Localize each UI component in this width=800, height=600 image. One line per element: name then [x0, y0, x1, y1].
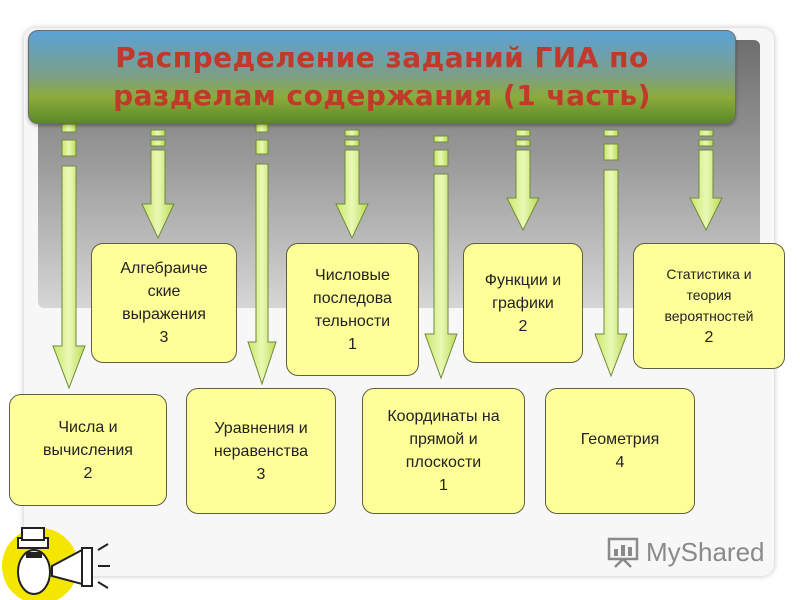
box-label: Функции и графики — [484, 271, 562, 312]
brand-name: MyShared — [646, 536, 765, 567]
mascot-megaphone-icon — [2, 527, 110, 600]
arrow-5 — [424, 135, 458, 380]
box-label: Геометрия — [580, 431, 660, 448]
box-coordinates: Координаты на прямой и плоскости 1 — [362, 388, 525, 514]
box-value: 1 — [439, 477, 448, 494]
arrow-3 — [247, 123, 277, 386]
title-banner: Распределение заданий ГИА по разделам со… — [28, 30, 736, 124]
box-value: 3 — [256, 465, 266, 483]
presentation-board-icon — [607, 537, 639, 568]
box-equations: Уравнения и неравенства 3 — [186, 388, 336, 514]
arrow-8 — [689, 129, 723, 232]
box-numbers: Числа и вычисления 2 — [9, 394, 167, 506]
arrow-7 — [594, 129, 628, 378]
box-label: Числовые последова тельности — [313, 266, 392, 330]
brand-watermark: MyShared — [606, 536, 765, 568]
box-geometry: Геометрия 4 — [545, 388, 695, 514]
arrow-6 — [506, 129, 540, 232]
box-label: Уравнения и неравенства — [213, 419, 309, 460]
box-value: 2 — [518, 317, 528, 335]
box-value: 2 — [83, 464, 93, 482]
box-value: 4 — [615, 454, 625, 471]
box-label: Координаты на прямой и плоскости — [387, 408, 500, 471]
box-label: Статистика и теория вероятностей — [664, 266, 754, 324]
box-sequences: Числовые последова тельности 1 — [286, 243, 419, 376]
box-statistics: Статистика и теория вероятностей 2 — [633, 243, 785, 369]
box-functions: Функции и графики 2 — [463, 243, 583, 363]
box-label: Алгебраиче ские выражения — [120, 260, 208, 323]
box-algebraic-expressions: Алгебраиче ские выражения 3 — [91, 243, 237, 363]
box-value: 2 — [704, 329, 714, 346]
arrow-4 — [335, 129, 369, 240]
page-title: Распределение заданий ГИА по разделам со… — [113, 41, 651, 112]
box-value: 3 — [159, 329, 169, 346]
arrow-2 — [141, 129, 175, 240]
box-value: 1 — [348, 335, 357, 353]
box-label: Числа и вычисления — [43, 418, 133, 459]
arrow-1 — [52, 123, 86, 390]
